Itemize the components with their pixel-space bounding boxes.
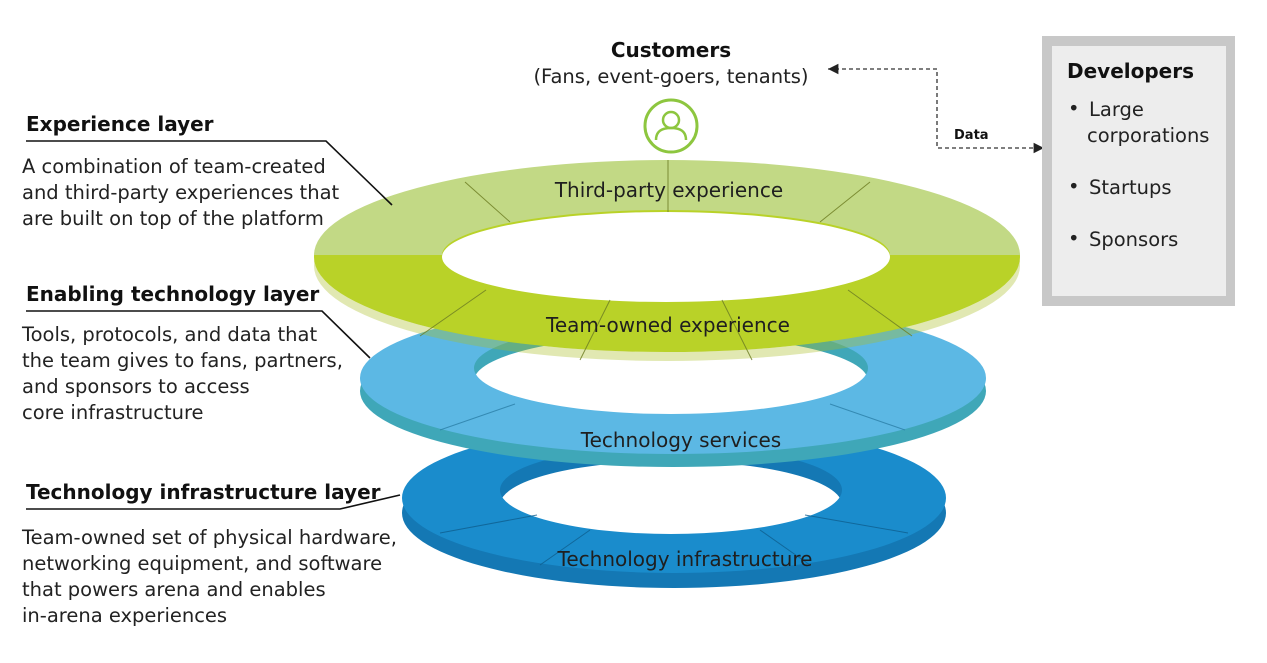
- data-connector: Data: [828, 63, 1044, 154]
- layer-desc-line: the team gives to fans, partners,: [22, 349, 343, 372]
- ring-technology-infrastructure: [402, 423, 946, 588]
- layer-title: Enabling technology layer: [26, 282, 319, 306]
- developers-title: Developers: [1067, 59, 1194, 83]
- developer-item: Large: [1089, 98, 1144, 121]
- layer-desc-line: are built on top of the platform: [22, 207, 324, 230]
- ring-experience: [313, 160, 1020, 361]
- layer-technology-infrastructure: Technology infrastructure layer Team-own…: [21, 480, 397, 627]
- developer-item: corporations: [1087, 124, 1209, 147]
- leader-lines: [26, 140, 401, 510]
- layer-desc-line: and third-party experiences that: [22, 181, 340, 204]
- layer-desc-line: core infrastructure: [22, 401, 204, 424]
- layer-desc-line: Tools, protocols, and data that: [21, 323, 317, 346]
- layer-desc-line: Team-owned set of physical hardware,: [21, 526, 397, 549]
- developers-panel: Developers • Large corporations • Startu…: [1042, 36, 1235, 306]
- ring-label-technology-services: Technology services: [580, 428, 781, 452]
- ring-label-technology-infrastructure: Technology infrastructure: [557, 547, 813, 571]
- layer-desc-line: networking equipment, and software: [22, 552, 382, 575]
- layer-experience: Experience layer A combination of team-c…: [22, 112, 340, 230]
- customers-subtitle: (Fans, event-goers, tenants): [533, 65, 808, 88]
- layer-desc-line: that powers arena and enables: [22, 578, 326, 601]
- bullet: •: [1068, 97, 1080, 120]
- layer-desc-line: in-arena experiences: [22, 604, 227, 627]
- layer-title: Technology infrastructure layer: [26, 480, 381, 504]
- developer-item: Sponsors: [1089, 228, 1178, 251]
- layer-desc-line: A combination of team-created: [22, 155, 326, 178]
- bullet: •: [1068, 175, 1080, 198]
- ring-label-team-owned: Team-owned experience: [545, 313, 790, 337]
- developer-item: Startups: [1089, 176, 1172, 199]
- data-label: Data: [954, 128, 989, 143]
- layer-title: Experience layer: [26, 112, 214, 136]
- customers-block: Customers (Fans, event-goers, tenants): [533, 38, 809, 154]
- person-icon: [643, 98, 699, 154]
- ring-label-third-party: Third-party experience: [554, 178, 783, 202]
- layer-enabling-technology: Enabling technology layer Tools, protoco…: [21, 282, 343, 424]
- bullet: •: [1068, 227, 1080, 250]
- layer-desc-line: and sponsors to access: [22, 375, 250, 398]
- customers-title: Customers: [611, 38, 731, 62]
